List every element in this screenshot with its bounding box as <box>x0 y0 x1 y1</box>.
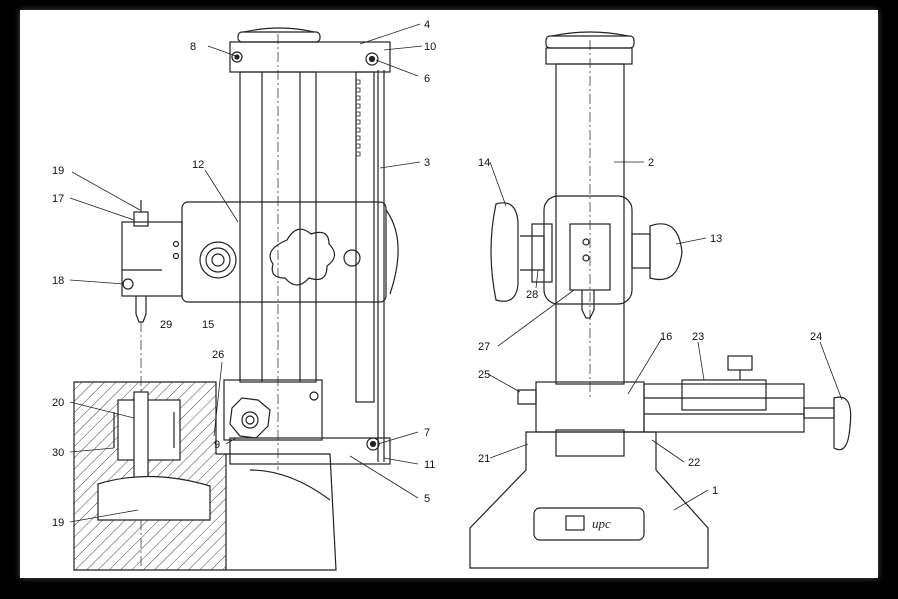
callout-12: 12 <box>192 159 204 171</box>
callout-15: 15 <box>202 319 214 331</box>
callout-2: 2 <box>648 157 654 169</box>
base-1 <box>469 431 709 569</box>
right-top-ring <box>545 47 633 65</box>
handwheel-14 <box>490 202 519 302</box>
callout-24: 24 <box>810 331 822 343</box>
callout-4: 4 <box>424 19 430 31</box>
leader-lines <box>69 23 843 523</box>
carriage-12 <box>181 201 387 303</box>
callout-6: 6 <box>424 73 430 85</box>
probe-block <box>569 223 611 291</box>
right-view <box>469 31 852 569</box>
knob-9 <box>229 397 271 439</box>
callout-3: 3 <box>424 157 430 169</box>
top-cap <box>237 31 321 43</box>
callout-29: 29 <box>160 319 172 331</box>
callout-30: 30 <box>52 447 64 459</box>
callout-17: 17 <box>52 193 64 205</box>
callout-25: 25 <box>478 369 490 381</box>
carriage-side-knob <box>385 209 399 295</box>
callout-5: 5 <box>424 493 430 505</box>
callout-23: 23 <box>692 331 704 343</box>
callout-16: 16 <box>660 331 672 343</box>
callout-10: 10 <box>424 41 436 53</box>
callout-labels: 4 8 10 6 3 12 19 17 18 29 15 26 20 30 9 … <box>52 19 822 531</box>
probe-holder-29 <box>121 221 183 297</box>
callout-26: 26 <box>212 349 224 361</box>
screw-8 <box>231 51 243 63</box>
screw-6 <box>365 52 379 66</box>
rack <box>355 71 375 403</box>
pin-25 <box>517 389 537 405</box>
probe-tip <box>135 296 147 323</box>
logo-icon <box>565 515 585 531</box>
logo-panel <box>533 507 645 541</box>
knob-15 <box>199 241 237 279</box>
base-body <box>226 453 337 571</box>
callout-19-top: 19 <box>52 165 64 177</box>
right-carriage <box>543 195 633 305</box>
callout-13: 13 <box>710 233 722 245</box>
callout-14: 14 <box>478 157 490 169</box>
knob-23 <box>727 355 753 371</box>
clamp-screw <box>343 249 361 267</box>
callout-7: 7 <box>424 427 430 439</box>
slide-23 <box>643 383 805 433</box>
callout-8: 8 <box>190 41 196 53</box>
callout-19-bottom: 19 <box>52 517 64 529</box>
handwheel-24 <box>833 396 852 451</box>
callout-18: 18 <box>52 275 64 287</box>
left-view <box>73 27 399 571</box>
callout-27: 27 <box>478 341 490 353</box>
callout-11: 11 <box>424 459 435 471</box>
callout-9: 9 <box>214 439 220 451</box>
inset-pocket-20 <box>117 399 181 461</box>
star-knob <box>269 228 336 286</box>
callout-20: 20 <box>52 397 64 409</box>
lower-carriage <box>223 379 323 441</box>
clamp-28 <box>531 223 553 283</box>
logo-text: upc <box>592 516 611 531</box>
top-cap-dome <box>243 27 315 33</box>
probe-top-17 <box>133 211 149 227</box>
knob-13-stem <box>631 233 651 269</box>
callout-21: 21 <box>478 453 490 465</box>
callout-1: 1 <box>712 485 718 497</box>
callout-22: 22 <box>688 457 700 469</box>
knob-13 <box>649 223 683 280</box>
lower-bracket-5 <box>229 437 391 465</box>
screw-18 <box>122 278 134 290</box>
callout-28: 28 <box>526 289 538 301</box>
